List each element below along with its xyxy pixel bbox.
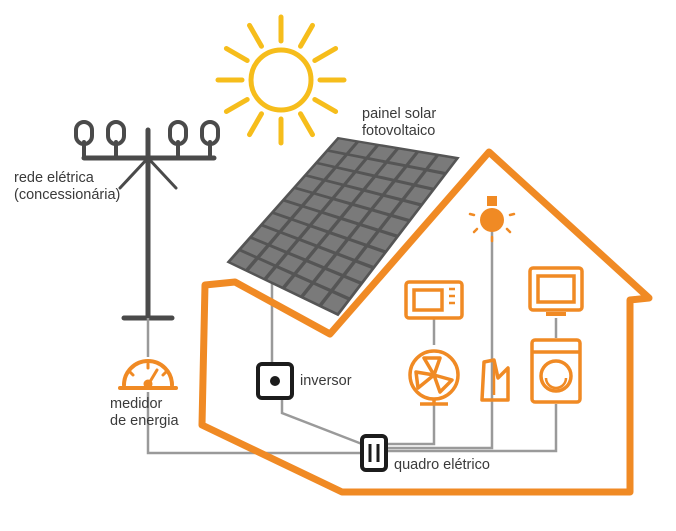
solar-cell [252, 226, 278, 244]
sun-ray [247, 111, 264, 138]
solar-cell [304, 194, 330, 211]
tv-icon [528, 266, 584, 316]
solar-cell [409, 153, 436, 169]
solar-cell [385, 182, 412, 199]
energy-meter-icon [118, 359, 178, 390]
solar-cell [312, 213, 338, 231]
solar-cell [320, 234, 346, 252]
inverter-label: inversor [300, 373, 352, 389]
solar-cell [267, 268, 292, 287]
solar-cell [263, 214, 289, 231]
solar-cell [322, 293, 348, 313]
solar-cell [271, 233, 296, 251]
solar-cell [334, 277, 360, 298]
solar-cell [369, 146, 396, 161]
iron-icon [480, 358, 510, 402]
light-bulb-icon [468, 196, 516, 243]
breaker-panel-icon [360, 434, 388, 472]
solar-cell [357, 247, 384, 266]
solar-cell [366, 177, 392, 194]
solar-cell [346, 173, 373, 189]
sun-ray [312, 97, 339, 114]
sun-ray [298, 111, 315, 138]
solar-cell [327, 255, 353, 274]
solar-cell [230, 251, 255, 269]
solar-cell [329, 139, 356, 153]
solar-cell [304, 284, 329, 304]
sun-ray [223, 97, 250, 114]
sun-ray [223, 46, 250, 63]
sun-icon [215, 14, 347, 146]
grid-label: rede elétrica (concessionária) [14, 170, 121, 203]
washing-machine-icon [530, 338, 582, 404]
solar-cell [324, 200, 350, 217]
solar-cell [282, 220, 308, 238]
solar-cell [331, 220, 357, 237]
breaker-panel-label: quadro elétrico [394, 457, 490, 473]
inverter-icon [256, 362, 294, 400]
solar-cell [362, 211, 388, 229]
house-outline [198, 148, 653, 496]
solar-panel-icon [226, 136, 460, 317]
solar-cell [354, 191, 381, 208]
meter-label: medidor de energia [110, 396, 179, 429]
solar-cell [349, 142, 376, 157]
sun-ray [247, 22, 264, 49]
solar-cell [338, 155, 364, 171]
solar-cell [335, 186, 361, 203]
solar-cell [405, 186, 432, 204]
wiring [146, 228, 558, 455]
solar-cell [417, 171, 444, 188]
solar-cell [316, 181, 342, 197]
solar-cell [241, 239, 266, 256]
solar-cell [350, 226, 376, 244]
solar-cell [285, 189, 311, 205]
solar-cell [369, 232, 396, 251]
solar-cell [358, 159, 384, 175]
solar-cell [315, 270, 341, 289]
solar-cell [274, 201, 300, 218]
solar-cell [296, 176, 322, 192]
solar-cell [343, 206, 369, 223]
sun-ray [312, 46, 339, 63]
solar-cell [249, 259, 274, 278]
solar-cell [278, 254, 304, 273]
microwave-icon [404, 280, 464, 320]
solar-cell [377, 163, 404, 179]
fan-icon [408, 349, 460, 406]
solar-cell [327, 168, 353, 184]
solar-cell [381, 217, 408, 235]
solar-cell [307, 164, 333, 179]
solar-cell [297, 262, 322, 281]
sun-ray [298, 22, 315, 49]
utility-pole-icon [74, 120, 220, 321]
solar-panel-label: painel solar fotovoltaico [362, 106, 437, 139]
solar-cell [389, 149, 416, 165]
solar-cell [308, 248, 334, 267]
solar-cell [318, 151, 344, 166]
solar-cell [429, 156, 456, 172]
solar-cell [374, 196, 400, 214]
solar-cell [260, 246, 285, 265]
solar-cell [346, 262, 372, 282]
solar-cell [293, 207, 319, 224]
solar-cell [290, 241, 315, 259]
solar-cell [285, 276, 311, 296]
solar-cell [301, 227, 327, 245]
solar-cell [397, 167, 424, 184]
solar-cell [339, 240, 365, 259]
solar-cell [393, 201, 420, 219]
